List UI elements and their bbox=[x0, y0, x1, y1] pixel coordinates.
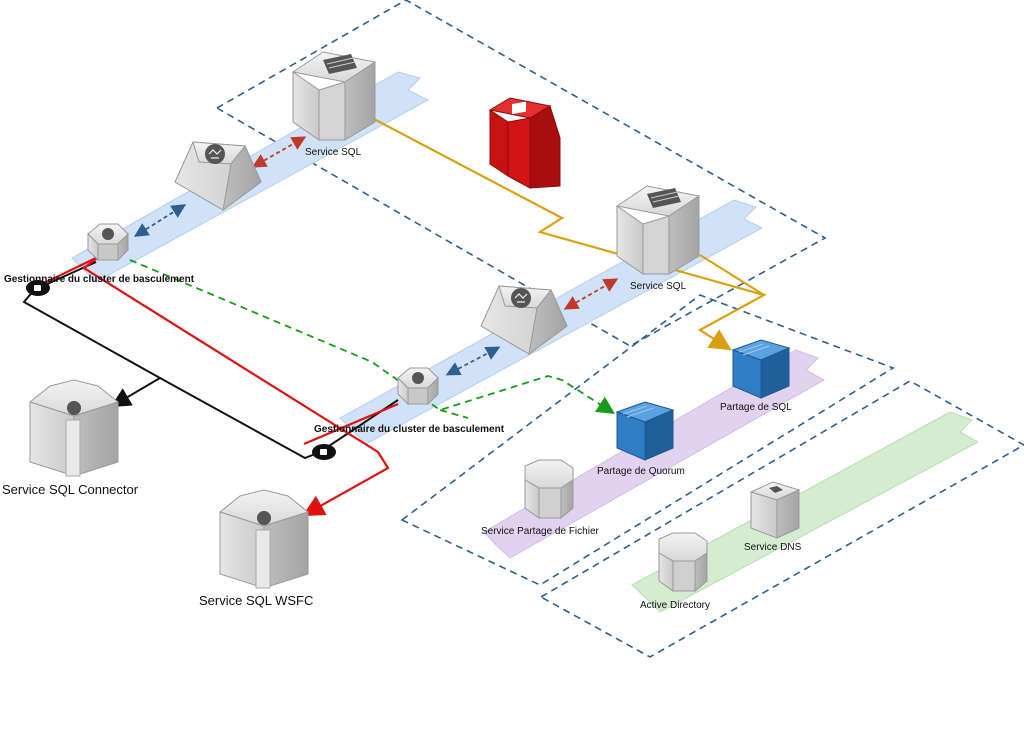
server-rack-icon bbox=[291, 51, 377, 141]
link-black-connector bbox=[22, 289, 163, 408]
alert-server-icon bbox=[488, 97, 561, 189]
connector-server-icon bbox=[28, 379, 120, 477]
zone-sql-cluster bbox=[215, 0, 827, 347]
arrow-red-2 bbox=[563, 278, 619, 310]
link-red-wsfc bbox=[33, 255, 390, 517]
directory-server-icon bbox=[658, 532, 708, 593]
labels: Service SQL Service SQL Gestionnaire du … bbox=[2, 147, 802, 611]
link-green-dashed bbox=[129, 259, 616, 414]
link-orange-sql2 bbox=[699, 254, 765, 296]
arrow-red-1 bbox=[251, 136, 307, 168]
router-icon bbox=[87, 223, 129, 262]
network-switch-icon bbox=[174, 141, 262, 212]
network-switch-icon bbox=[480, 285, 568, 356]
label-sql-service-2: Service SQL bbox=[630, 281, 687, 292]
lane-green bbox=[631, 411, 980, 613]
label-sql-wsfc: Service SQL WSFC bbox=[199, 593, 313, 608]
arrow-blue-1 bbox=[133, 204, 187, 237]
wsfc-server-icon bbox=[218, 489, 310, 589]
label-sql-connector: Service SQL Connector bbox=[2, 482, 139, 497]
label-dns-service: Service DNS bbox=[744, 542, 802, 553]
label-file-share-service: Service Partage de Fichier bbox=[481, 526, 600, 537]
label-sql-share: Partage de SQL bbox=[720, 402, 792, 413]
link-red-stub bbox=[303, 402, 399, 446]
storage-block-icon bbox=[731, 339, 791, 399]
lock-icon bbox=[312, 444, 336, 460]
label-failover-manager-2: Gestionnaire du cluster de basculement bbox=[314, 424, 505, 435]
storage-block-icon bbox=[615, 401, 675, 461]
arrow-blue-2 bbox=[445, 346, 501, 376]
link-black-loop bbox=[159, 377, 399, 460]
link-green-dashed-2 bbox=[439, 409, 469, 419]
label-active-directory: Active Directory bbox=[640, 600, 710, 611]
dns-server-icon bbox=[749, 481, 801, 539]
file-server-icon bbox=[524, 459, 574, 520]
router-icon bbox=[397, 367, 439, 406]
lock-icon bbox=[26, 280, 50, 296]
label-quorum-share: Partage de Quorum bbox=[597, 466, 685, 477]
zones bbox=[215, 0, 1024, 658]
server-rack-icon bbox=[615, 185, 701, 275]
label-sql-service-1: Service SQL bbox=[305, 147, 362, 158]
label-failover-manager-1: Gestionnaire du cluster de basculement bbox=[4, 274, 195, 285]
zone-file-share bbox=[400, 294, 895, 586]
